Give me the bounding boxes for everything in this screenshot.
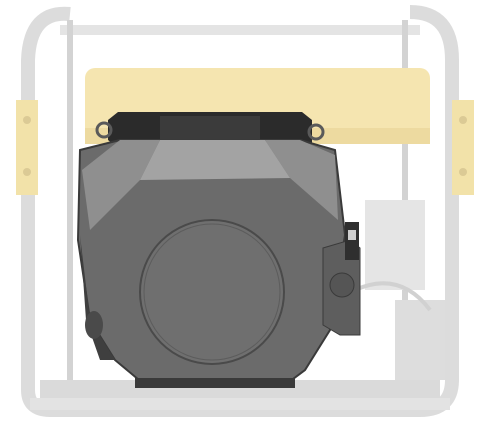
bolt-right-1	[459, 116, 467, 124]
starter-housing	[85, 311, 103, 339]
engine	[76, 112, 361, 388]
engine-base	[135, 378, 295, 388]
side-knob	[329, 272, 355, 298]
lifting-eye-right	[307, 123, 325, 141]
lifting-eye-left	[95, 121, 113, 139]
bolt-left-1	[23, 116, 31, 124]
engine-shoulder-right	[265, 140, 338, 220]
skid-base-lower	[30, 398, 450, 410]
flywheel-inner	[143, 223, 281, 361]
engine-upper-face	[140, 140, 290, 180]
bracket-right	[452, 100, 474, 195]
bracket-left	[16, 100, 38, 195]
bolt-left-2	[23, 168, 31, 176]
engine-shoulder-left	[82, 140, 160, 230]
control-switch	[345, 222, 359, 260]
right-box	[395, 300, 445, 380]
right-component	[365, 200, 425, 290]
flywheel-cover	[139, 219, 285, 365]
cable	[354, 281, 432, 312]
switch-highlight	[348, 230, 356, 240]
bolt-right-2	[459, 168, 467, 176]
